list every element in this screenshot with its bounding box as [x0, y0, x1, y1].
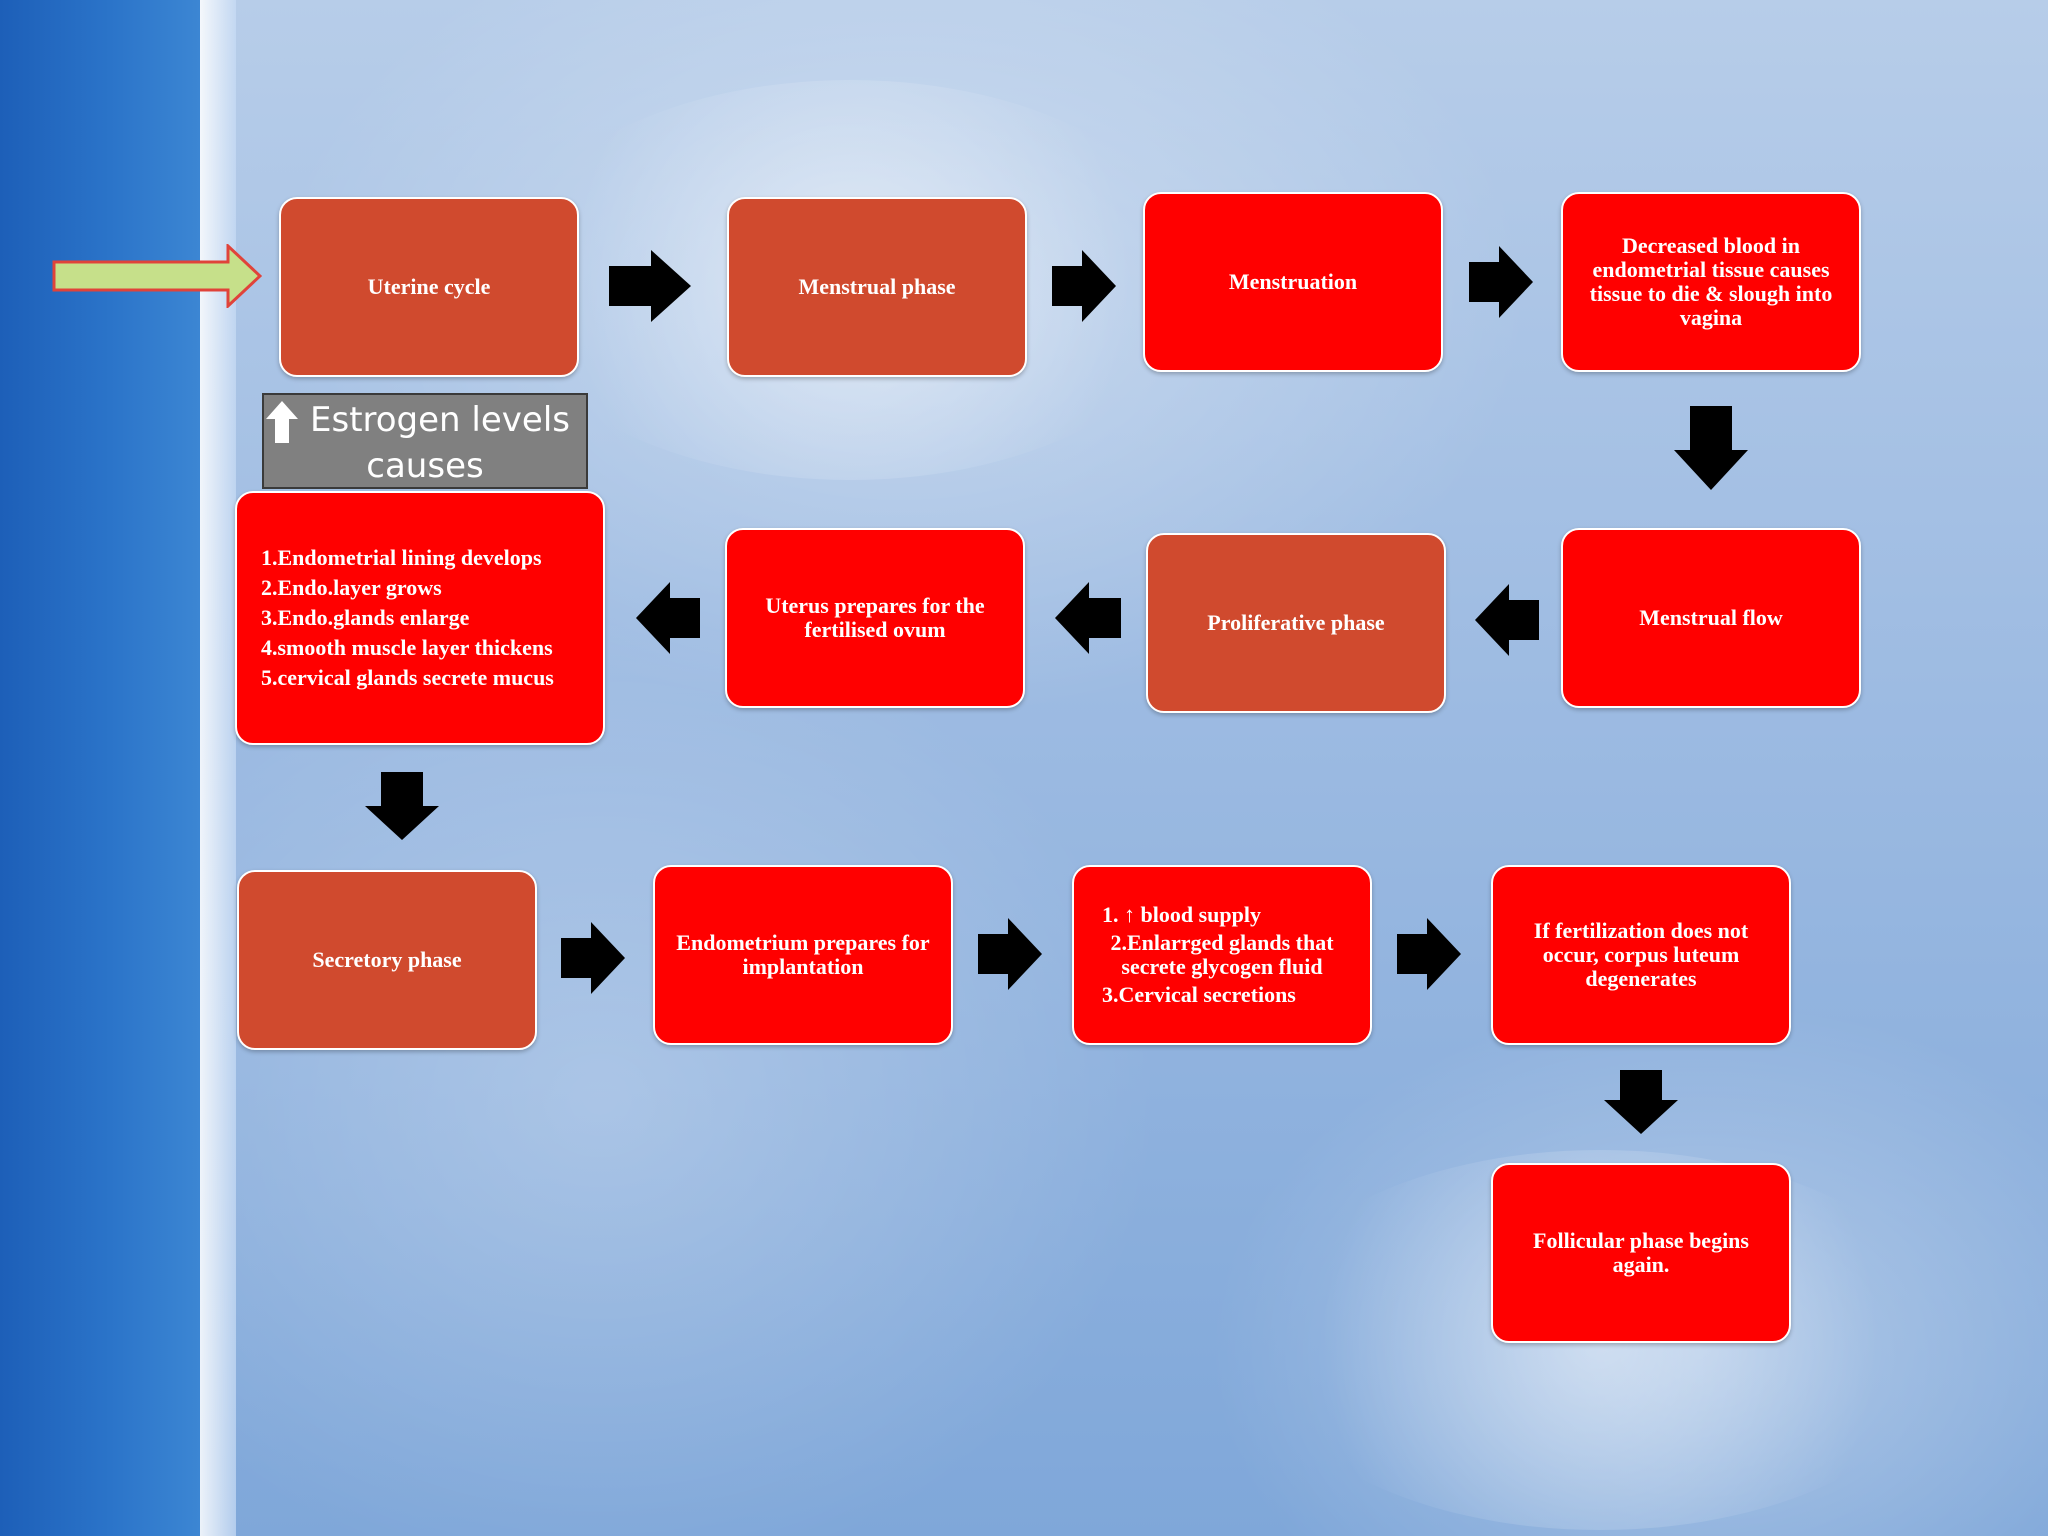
decreased-blood-box: Decreased blood in endometrial tissue ca… [1561, 192, 1861, 372]
down-arrow-icon [365, 772, 439, 840]
list-item: 1. ↑ blood supply [1102, 902, 1261, 927]
left-decorative-band [0, 0, 236, 1536]
left-arrow-icon [1475, 584, 1539, 656]
up-arrow-icon [266, 401, 298, 443]
right-arrow-icon [561, 922, 625, 994]
endometrium-prepares-box: Endometrium prepares for implantation [653, 865, 953, 1045]
no-fertilization-label: If fertilization does not occur, corpus … [1533, 918, 1749, 991]
right-arrow-icon [978, 918, 1042, 990]
right-arrow-icon [1052, 250, 1116, 322]
list-item: 4.smooth muscle layer thickens [261, 635, 553, 660]
start-arrow-icon [52, 244, 262, 308]
uterus-prepares-box: Uterus prepares for the fertilised ovum [725, 528, 1025, 708]
menstrual-phase-box: Menstrual phase [727, 197, 1027, 377]
follicular-phase-box: Follicular phase begins again. [1491, 1163, 1791, 1343]
uterine-cycle-label: Uterine cycle [367, 274, 491, 299]
down-arrow-icon [1674, 406, 1748, 490]
secretory-phase-label: Secretory phase [312, 947, 462, 972]
secretory-phase-box: Secretory phase [237, 870, 537, 1050]
decreased-blood-label: Decreased blood in endometrial tissue ca… [1589, 233, 1833, 330]
list-item: 3.Cervical secretions [1102, 982, 1296, 1007]
estrogen-line2: causes [366, 446, 484, 486]
proliferative-phase-label: Proliferative phase [1207, 610, 1385, 635]
menstrual-flow-box: Menstrual flow [1561, 528, 1861, 708]
left-arrow-icon [636, 582, 700, 654]
left-arrow-icon [1055, 582, 1121, 654]
follicular-phase-label: Follicular phase begins again. [1533, 1228, 1749, 1277]
list-item: 2.Endo.layer grows [261, 575, 442, 600]
menstrual-flow-label: Menstrual flow [1639, 605, 1783, 630]
proliferative-phase-box: Proliferative phase [1146, 533, 1446, 713]
list-item: 3.Endo.glands enlarge [261, 605, 470, 630]
uterine-cycle-box: Uterine cycle [279, 197, 579, 377]
estrogen-line1: Estrogen levels [310, 400, 570, 440]
menstrual-phase-label: Menstrual phase [798, 274, 956, 299]
right-arrow-icon [609, 250, 691, 322]
right-arrow-icon [1397, 918, 1461, 990]
list-item: 5.cervical glands secrete mucus [261, 665, 554, 690]
menstruation-box: Menstruation [1143, 192, 1443, 372]
estrogen-effects-box: 1.Endometrial lining develops 2.Endo.lay… [235, 491, 605, 745]
secretory-effects-box: 1. ↑ blood supply 2.Enlarrged glands tha… [1072, 865, 1372, 1045]
right-arrow-icon [1469, 246, 1533, 318]
endometrium-prepares-label: Endometrium prepares for implantation [676, 930, 930, 979]
list-item: 2.Enlarrged glands that secrete glycogen… [1110, 930, 1334, 979]
uterus-prepares-label: Uterus prepares for the fertilised ovum [765, 593, 985, 642]
estrogen-callout: Estrogen levels causes [262, 393, 588, 489]
down-arrow-icon [1604, 1070, 1678, 1134]
list-item: 1.Endometrial lining develops [261, 545, 542, 570]
no-fertilization-box: If fertilization does not occur, corpus … [1491, 865, 1791, 1045]
menstruation-label: Menstruation [1228, 269, 1358, 294]
